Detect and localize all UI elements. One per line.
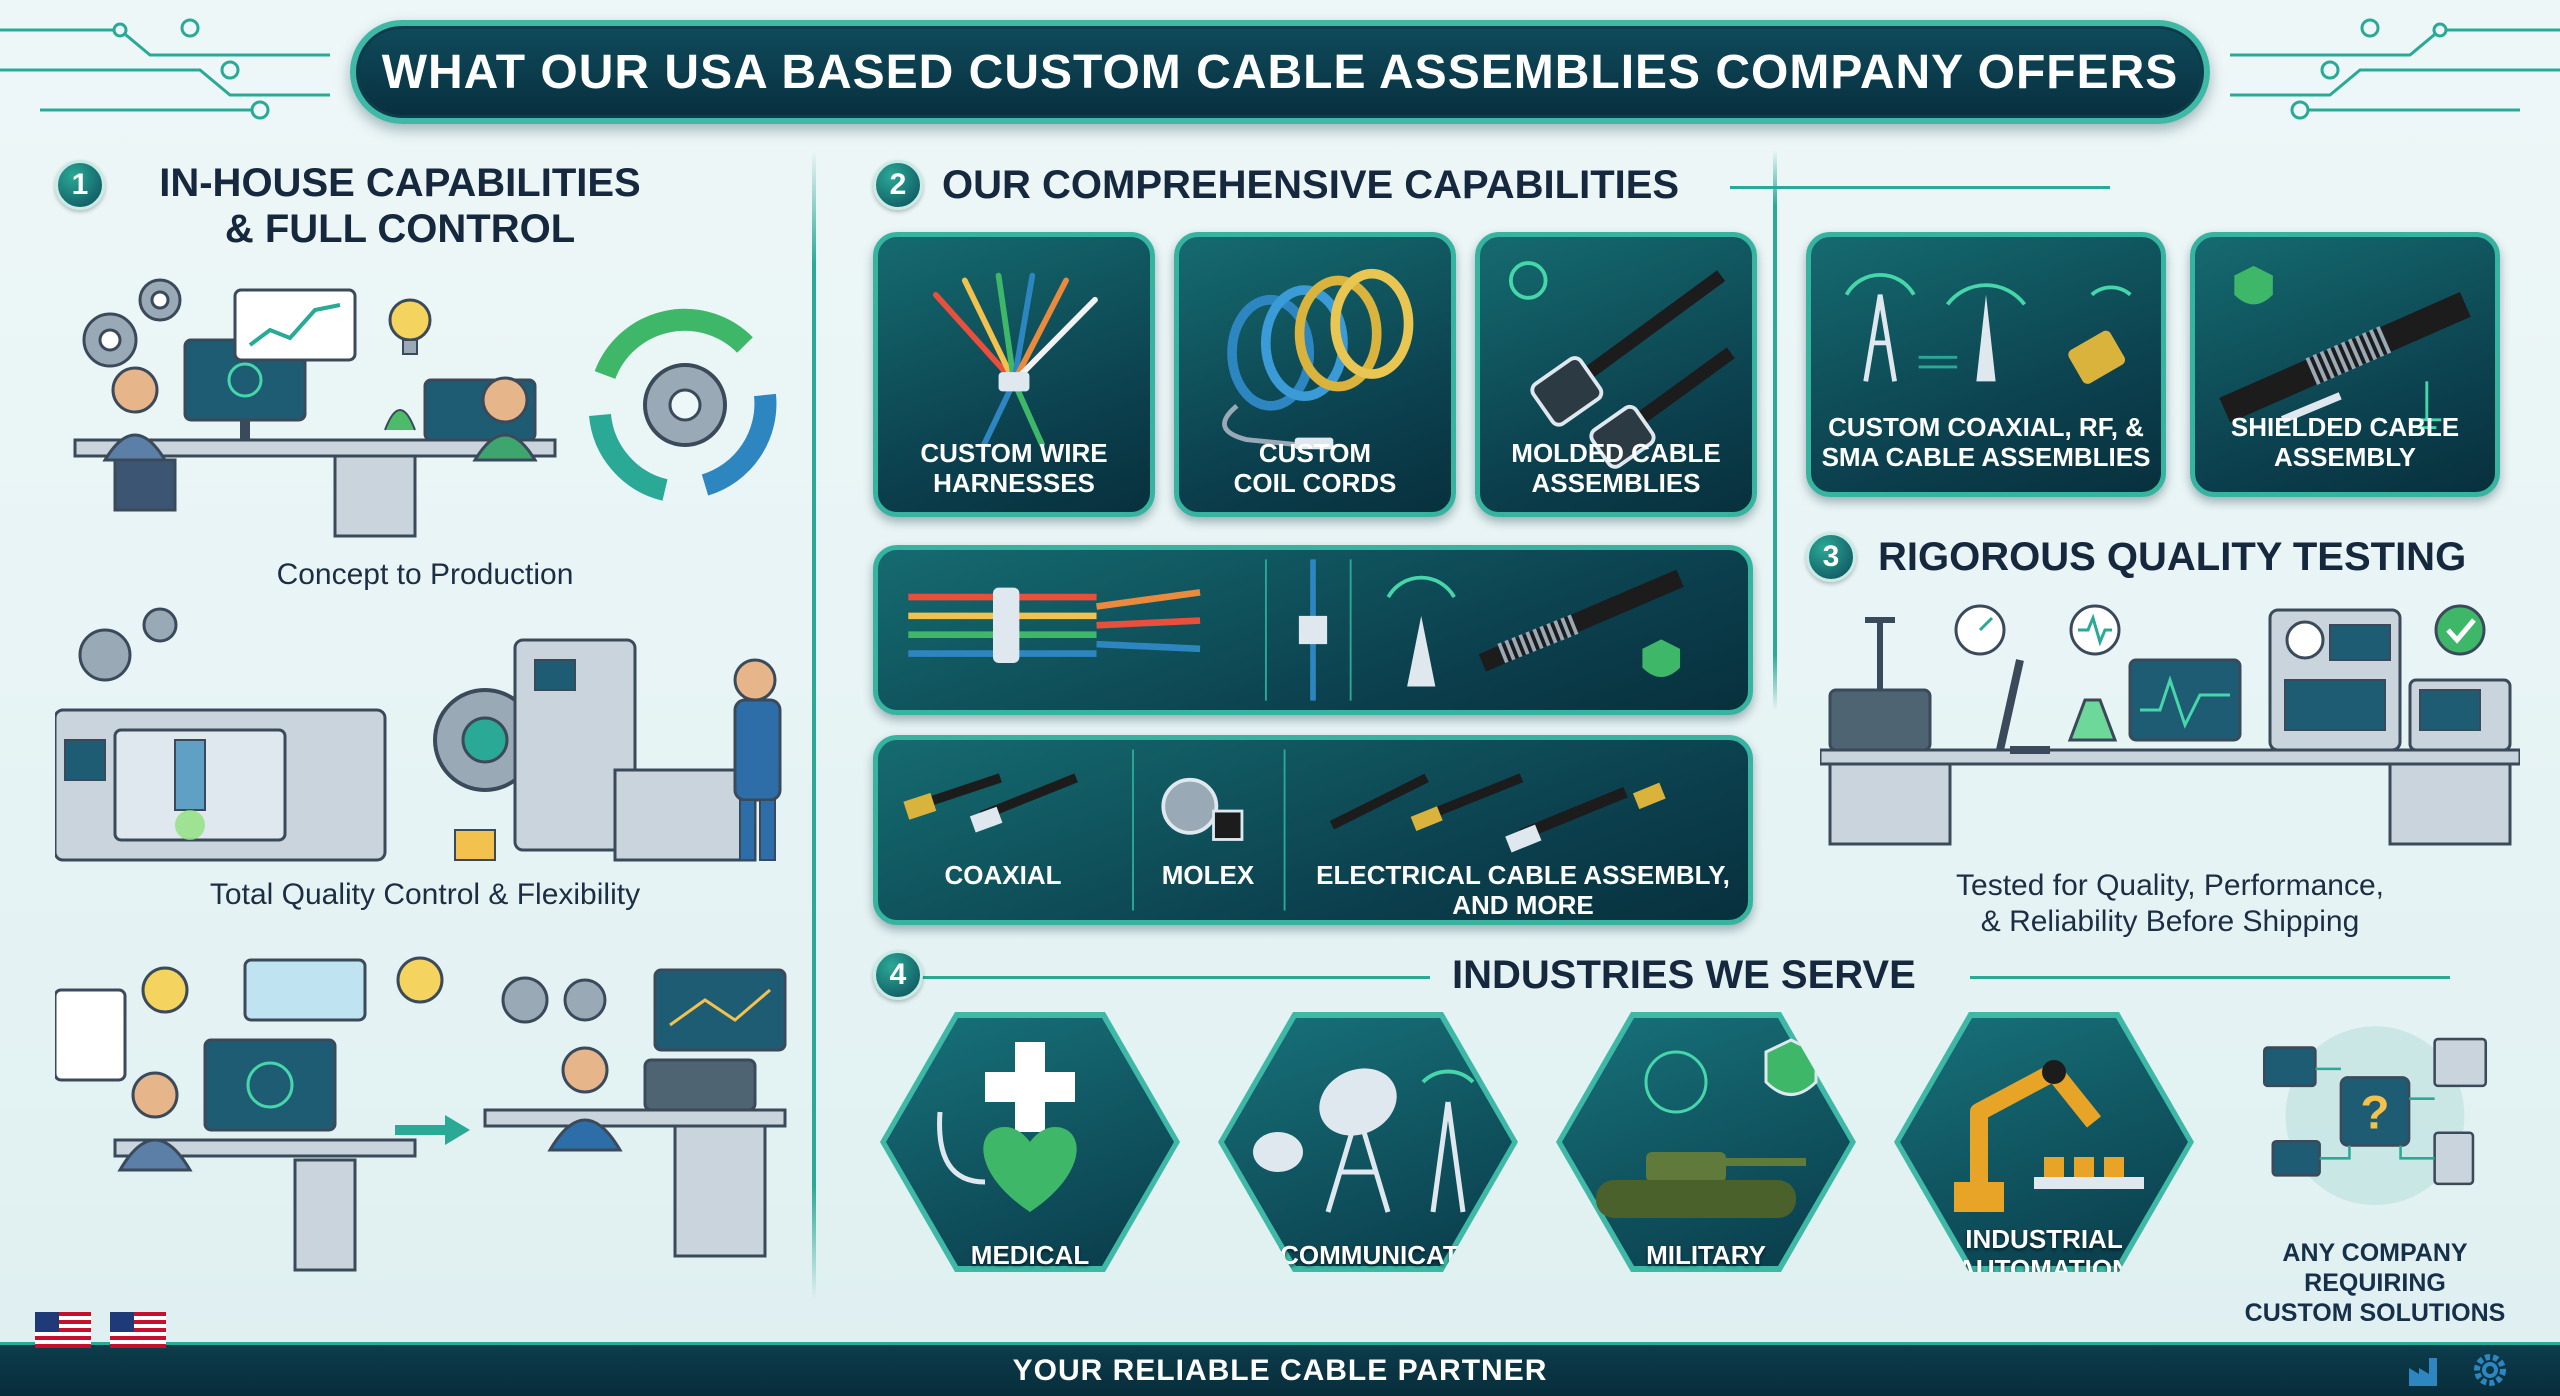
wire-harness-icon	[932, 272, 1098, 448]
card-cable-types-strip	[873, 545, 1753, 715]
section-3-title: RIGOROUS QUALITY TESTING	[1878, 535, 2467, 579]
divider-s2	[1730, 186, 2110, 189]
industry-label: MILITARY	[1646, 1240, 1766, 1270]
factory-icon	[2409, 1358, 2437, 1386]
military-tank-icon	[1596, 1038, 1818, 1218]
medical-icon	[937, 1042, 1077, 1212]
section-1-number: 1	[55, 160, 105, 210]
industry-label: MEDICAL	[970, 1240, 1090, 1270]
circuit-decoration-right	[2230, 18, 2560, 120]
page-title: WHAT OUR USA BASED CUSTOM CABLE ASSEMBLI…	[381, 45, 2179, 99]
svg-text:?: ?	[2360, 1086, 2389, 1139]
scene-quality-lab	[1818, 600, 2522, 850]
industry-telecommunications[interactable]: TELECOMMUNICATIONS	[1218, 1012, 1518, 1272]
label-electrical-cable-assembly: ELECTRICAL CABLE ASSEMBLY,AND MORE	[1316, 860, 1730, 920]
industry-military[interactable]: MILITARY	[1556, 1012, 1856, 1272]
section-4-title: INDUSTRIES WE SERVE	[1452, 953, 1916, 997]
section-3-number: 3	[1806, 532, 1856, 582]
telecom-antenna-icon	[1253, 1068, 1475, 1213]
coil-cord-icon	[1222, 268, 1414, 450]
title-banner: WHAT OUR USA BASED CUSTOM CABLE ASSEMBLI…	[350, 20, 2210, 124]
divider-left	[812, 150, 816, 1300]
footer-bar: YOUR RELIABLE CABLE PARTNER	[0, 1342, 2560, 1396]
label-molex: MOLEX	[1161, 860, 1255, 890]
section-4-number: 4	[873, 950, 923, 1000]
us-flag-icon	[110, 1312, 166, 1348]
card-label: CUSTOM COAXIAL, RF, &SMA CABLE ASSEMBLIE…	[1821, 412, 2151, 472]
divider-s4-left	[920, 976, 1430, 979]
section-1-title: IN-HOUSE CAPABILITIES & FULL CONTROL	[159, 161, 641, 251]
molded-connector-icon	[1508, 261, 1735, 469]
scene-design-build	[53, 940, 795, 1280]
cable-types-icon	[908, 559, 1684, 701]
robot-arm-icon	[1954, 1060, 2144, 1212]
footer-tagline: YOUR RELIABLE CABLE PARTNER	[1012, 1353, 1548, 1387]
gear-icon	[2474, 1354, 2506, 1386]
caption-concept-production: Concept to Production	[276, 558, 574, 591]
industry-label: TELECOMMUNICATIONS	[1213, 1240, 1523, 1270]
rf-antenna-icon	[1844, 272, 2132, 384]
industry-medical[interactable]: MEDICAL	[880, 1012, 1180, 1272]
scene-concept-office	[55, 260, 795, 550]
caption-quality-control: Total Quality Control & Flexibility	[209, 878, 641, 911]
divider-right	[1773, 150, 1777, 710]
divider-s4-right	[1970, 976, 2450, 979]
card-connector-types-strip: COAXIAL MOLEX ELECTRICAL CABLE ASSEMBLY,…	[873, 735, 1753, 925]
caption-quality-testing: Tested for Quality, Performance, & Relia…	[1956, 869, 2384, 938]
connector-types-icon	[903, 749, 1666, 911]
section-2-title: OUR COMPREHENSIVE CAPABILITIES	[942, 163, 1680, 207]
circuit-decoration-left	[0, 18, 330, 120]
custom-solutions-icon: ?	[2262, 1026, 2488, 1206]
label-coaxial: COAXIAL	[944, 860, 1062, 890]
card-coaxial-rf-sma[interactable]: CUSTOM COAXIAL, RF, &SMA CABLE ASSEMBLIE…	[1806, 232, 2166, 497]
scene-manufacturing	[53, 600, 795, 870]
section-2-number: 2	[873, 160, 923, 210]
shielded-cable-icon	[2219, 265, 2471, 429]
us-flag-icon	[35, 1312, 91, 1348]
